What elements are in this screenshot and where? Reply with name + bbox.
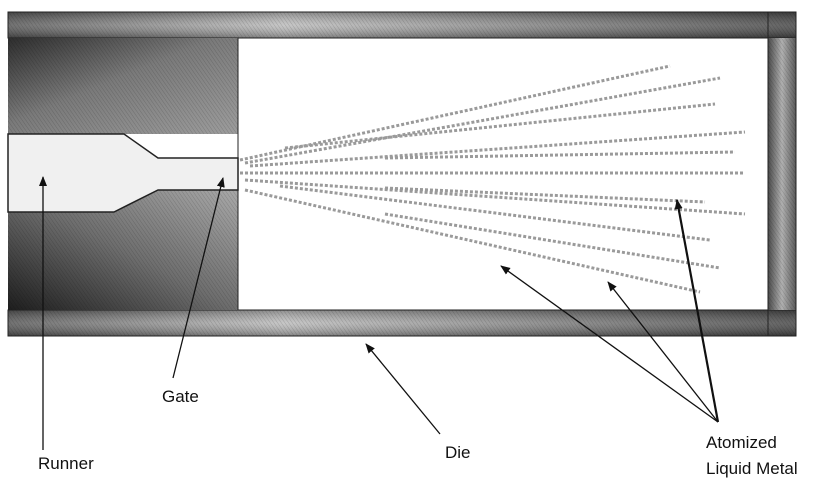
arrow-icon [607, 281, 719, 423]
die-top-wall [7, 11, 797, 39]
die-right-wall [767, 11, 797, 337]
die-cavity [237, 37, 769, 311]
atomized-spray [239, 64, 746, 294]
label-die: Die [445, 443, 471, 462]
leader-arrows [39, 176, 720, 450]
die-bottom-wall [7, 309, 797, 337]
label-gate: Gate [162, 387, 199, 406]
label-atomized-line2: Liquid Metal [706, 459, 798, 478]
arrow-icon [500, 265, 719, 423]
die-left-block-upper [8, 38, 238, 134]
die-left-block-lower [8, 190, 238, 310]
arrow-icon [674, 199, 720, 423]
label-atomized-line1: Atomized [706, 433, 777, 452]
arrow-icon [172, 177, 225, 379]
arrow-icon [365, 343, 441, 435]
label-runner: Runner [38, 454, 94, 473]
